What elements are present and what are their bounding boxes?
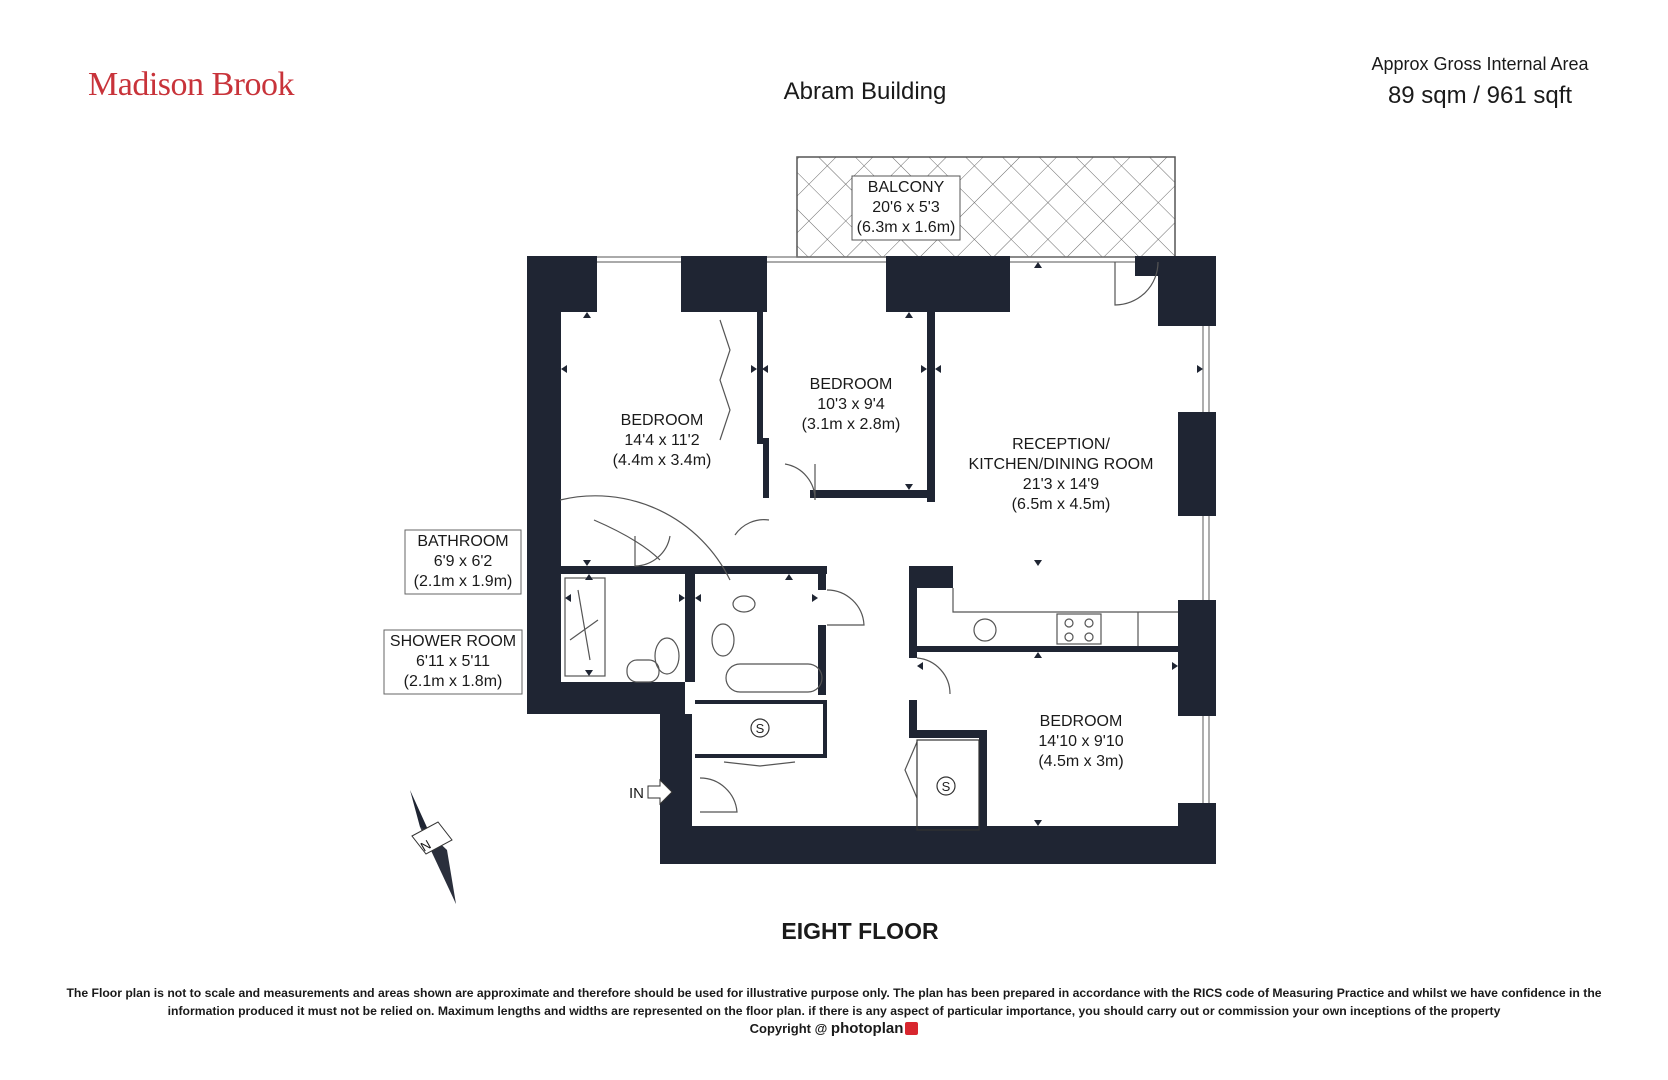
svg-text:BEDROOM: BEDROOM bbox=[810, 376, 893, 393]
photoplan-logo-icon bbox=[905, 1022, 919, 1035]
svg-text:(6.5m x 4.5m): (6.5m x 4.5m) bbox=[1012, 496, 1111, 513]
entrance-marker: IN bbox=[629, 778, 673, 806]
kitchen-counter bbox=[952, 588, 1178, 646]
compass-north-icon: N bbox=[410, 790, 456, 904]
svg-text:BALCONY: BALCONY bbox=[868, 179, 945, 196]
reception-label: RECEPTION/ KITCHEN/DINING ROOM 21'3 x 14… bbox=[969, 436, 1154, 513]
floor-name: EIGHT FLOOR bbox=[781, 918, 939, 944]
bathroom-callout: BATHROOM 6'9 x 6'2 (2.1m x 1.9m) bbox=[404, 529, 522, 595]
svg-text:6'9 x 6'2: 6'9 x 6'2 bbox=[434, 553, 493, 570]
svg-text:(2.1m x 1.9m): (2.1m x 1.9m) bbox=[414, 573, 513, 590]
walls bbox=[527, 256, 1216, 864]
svg-text:21'3 x 14'9: 21'3 x 14'9 bbox=[1023, 476, 1099, 493]
svg-text:BATHROOM: BATHROOM bbox=[417, 533, 508, 550]
svg-text:6'11 x 5'11: 6'11 x 5'11 bbox=[416, 653, 490, 670]
svg-text:S: S bbox=[942, 779, 951, 794]
svg-text:BEDROOM: BEDROOM bbox=[1040, 713, 1123, 730]
balcony-label: BALCONY 20'6 x 5'3 (6.3m x 1.6m) bbox=[857, 179, 956, 236]
shower-room-callout: SHOWER ROOM 6'11 x 5'11 (2.1m x 1.8m) bbox=[383, 629, 523, 695]
svg-text:20'6 x 5'3: 20'6 x 5'3 bbox=[872, 199, 940, 216]
svg-text:14'10 x 9'10: 14'10 x 9'10 bbox=[1038, 733, 1123, 750]
doors bbox=[559, 261, 1159, 813]
copyright: Copyright @ photoplan bbox=[560, 1020, 1108, 1037]
svg-text:(4.4m x 3.4m): (4.4m x 3.4m) bbox=[613, 452, 712, 469]
svg-text:(3.1m x 2.8m): (3.1m x 2.8m) bbox=[802, 416, 901, 433]
disclaimer: The Floor plan is not to scale and measu… bbox=[66, 986, 1602, 1018]
copyright-prefix: Copyright @ bbox=[749, 1021, 831, 1036]
building-name: Abram Building bbox=[783, 78, 947, 105]
svg-text:RECEPTION/: RECEPTION/ bbox=[1012, 436, 1110, 453]
svg-text:(4.5m x 3m): (4.5m x 3m) bbox=[1038, 753, 1123, 770]
storage-2: S bbox=[916, 739, 980, 831]
bedroom-1-label: BEDROOM 14'4 x 11'2 (4.4m x 3.4m) bbox=[613, 412, 712, 469]
svg-text:SHOWER ROOM: SHOWER ROOM bbox=[390, 633, 516, 650]
svg-text:BEDROOM: BEDROOM bbox=[621, 412, 704, 429]
svg-text:S: S bbox=[756, 721, 765, 736]
area-label: Approx Gross Internal Area bbox=[1371, 54, 1589, 74]
bathroom-fixtures bbox=[564, 577, 823, 693]
svg-text:(6.3m x 1.6m): (6.3m x 1.6m) bbox=[857, 219, 956, 236]
svg-text:14'4 x 11'2: 14'4 x 11'2 bbox=[624, 432, 699, 449]
svg-text:KITCHEN/DINING ROOM: KITCHEN/DINING ROOM bbox=[969, 456, 1154, 473]
svg-text:(2.1m x 1.8m): (2.1m x 1.8m) bbox=[404, 673, 503, 690]
brand-logo: Madison Brook bbox=[88, 66, 295, 103]
svg-text:IN: IN bbox=[629, 785, 644, 802]
bedroom-2-label: BEDROOM 10'3 x 9'4 (3.1m x 2.8m) bbox=[802, 376, 901, 433]
balcony bbox=[796, 156, 1176, 258]
area-value: 89 sqm / 961 sqft bbox=[1387, 82, 1573, 109]
dimension-arrows bbox=[561, 262, 1203, 826]
bedroom-3-label: BEDROOM 14'10 x 9'10 (4.5m x 3m) bbox=[1038, 713, 1123, 770]
svg-text:10'3 x 9'4: 10'3 x 9'4 bbox=[817, 396, 885, 413]
photoplan-brand: photoplan bbox=[830, 1020, 904, 1037]
storage-1: S bbox=[750, 718, 770, 738]
